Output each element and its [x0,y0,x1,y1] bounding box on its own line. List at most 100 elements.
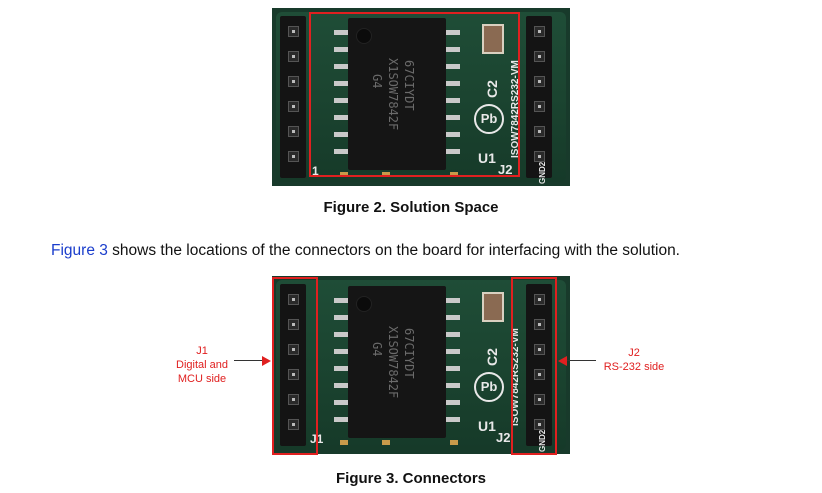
header-pin [534,344,545,355]
header-pin [534,294,545,305]
figure2-caption: Figure 2. Solution Space [323,199,499,216]
silkscreen-u1: U1 [478,418,496,434]
j1-callout-label: J1 Digital and MCU side [164,344,240,386]
solder-pad [450,172,458,177]
chip-lead [446,132,460,137]
chip-marking-1: 67CIYDT [402,328,416,379]
chip-lead [446,47,460,52]
j2-connector-highlight-box [511,277,557,455]
header-pin [534,51,545,62]
chip-lead [446,366,460,371]
chip-lead [446,349,460,354]
chip-marking-3: G4 [370,342,384,357]
header-pin [534,126,545,137]
silkscreen-j2: J2 [498,162,513,177]
silkscreen-j2: J2 [496,430,511,445]
solder-pad [450,440,458,445]
figure3-board-photo: 67CIYDT X1SOW7842F G4 C2 Pb U1 J2 ISOW78… [272,276,570,454]
pin1-dot [356,296,372,312]
chip-lead [446,64,460,69]
header-pin [288,369,299,380]
chip-lead [446,149,460,154]
solution-space-highlight-box [309,12,520,177]
pb-free-symbol: Pb [474,104,504,134]
header-pin [288,319,299,330]
chip-lead [446,115,460,120]
chip-lead [334,417,348,422]
chip-lead [334,298,348,303]
j2-arrow-line [566,360,596,361]
figure2-board-photo: 67CIYDT X1SOW7842F G4 C2 Pb U1 J2 ISOW78… [272,8,570,186]
header-pin [288,151,299,162]
j1-callout-line3: MCU side [177,373,227,385]
silkscreen-c2: C2 [484,348,500,366]
silkscreen-gnd2: GND2 [538,161,547,184]
header-pin [288,76,299,87]
j1-callout-title: J1 [196,345,208,357]
j2-callout-label: J2 RS-232 side [596,346,672,374]
chip-lead [446,417,460,422]
chip-lead [446,383,460,388]
header-pin [288,419,299,430]
pb-free-symbol: Pb [474,372,504,402]
chip-lead [334,366,348,371]
chip-lead [334,149,348,154]
j1-callout-line2: Digital and [176,359,228,371]
chip-lead [334,98,348,103]
chip-lead [446,98,460,103]
body-paragraph: Figure 3 shows the locations of the conn… [51,242,680,260]
header-pin [288,26,299,37]
chip-lead [446,400,460,405]
header-pin [288,101,299,112]
solder-pad [340,172,348,177]
chip-lead [334,64,348,69]
chip-lead [446,315,460,320]
j2-arrow-head [558,356,567,366]
solder-pad [382,440,390,445]
chip-lead [446,81,460,86]
solder-pad [340,440,348,445]
header-pin [288,51,299,62]
chip-lead [334,47,348,52]
header-pin [288,344,299,355]
pin1-dot [356,28,372,44]
chip-marking-2: X1SOW7842F [386,326,400,399]
header-pin [534,369,545,380]
chip-lead [334,81,348,86]
chip-lead [446,332,460,337]
header-pin [288,394,299,405]
chip-lead [334,115,348,120]
isolator-chip-u1: 67CIYDT X1SOW7842F G4 [348,18,446,170]
header-pin [534,419,545,430]
header-pin [534,76,545,87]
header-pin [534,151,545,162]
chip-lead [334,349,348,354]
silkscreen-j1: 1 [312,164,319,178]
chip-lead [334,332,348,337]
solder-pad [382,172,390,177]
chip-lead [334,315,348,320]
j2-callout-line2: RS-232 side [603,361,665,373]
chip-lead [334,383,348,388]
chip-lead [334,30,348,35]
figure3-caption: Figure 3. Connectors [335,470,487,487]
paragraph-text: shows the locations of the connectors on… [107,242,680,259]
j1-arrow-line [234,360,264,361]
chip-lead [446,30,460,35]
j1-arrow-head [262,356,271,366]
figure3-link[interactable]: Figure 3 [51,242,108,259]
chip-lead [446,298,460,303]
header-pin [534,101,545,112]
j2-callout-title: J2 [628,347,640,359]
capacitor-c2 [482,292,504,322]
header-pin [534,394,545,405]
header-pin [288,294,299,305]
header-pin [534,26,545,37]
isolator-chip-u1: 67CIYDT X1SOW7842F G4 [348,286,446,438]
chip-lead [334,400,348,405]
j1-connector-highlight-box [272,277,318,455]
header-pin [288,126,299,137]
chip-lead [334,132,348,137]
capacitor-c2 [482,24,504,54]
silkscreen-u1: U1 [478,150,496,166]
